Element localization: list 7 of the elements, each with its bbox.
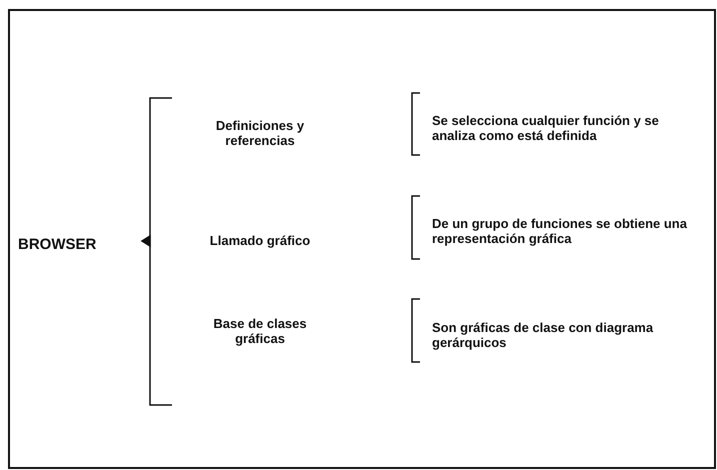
description-text: Se selecciona cualquier función y se analiza como está definida [432, 113, 660, 143]
category-label: Llamado gráfico [208, 233, 312, 248]
category-label: Base de clases gráficas [212, 316, 308, 346]
root-label: BROWSER [18, 237, 98, 252]
category-label: Definiciones y referencias [214, 118, 306, 148]
description-text: De un grupo de funciones se obtiene una representación gráfica [432, 216, 688, 246]
description-text: Son gráficas de clase con diagrama gerárquicos [432, 320, 654, 350]
